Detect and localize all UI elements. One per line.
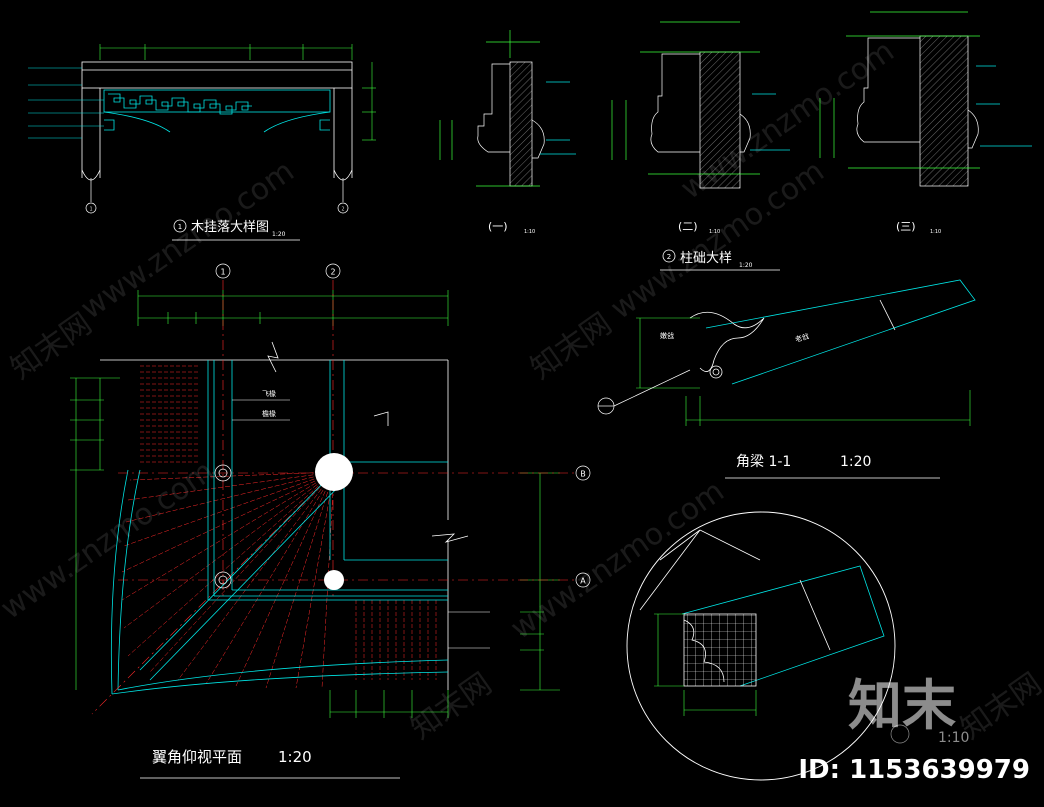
lattice-right-dims (362, 62, 376, 141)
lattice-axis2-label: 2 (341, 207, 344, 213)
detail2-bubble (662, 249, 676, 263)
plan-wing-corner: 1 2 B A (70, 263, 591, 779)
corner-beam-datum (597, 369, 691, 415)
detail2-number: 2 (667, 253, 671, 261)
circle-detail-scale: 1:10 (938, 730, 969, 746)
plan-left-dims (70, 377, 120, 690)
detail2-title: 柱础大样 (680, 251, 732, 266)
section2-scale: 1:10 (709, 229, 720, 235)
column-base-section-1 (439, 30, 576, 187)
corner-beam-dims (636, 317, 971, 426)
plan-axis-A: A (580, 577, 586, 586)
watermark-site-2: www.znzmo.com (0, 454, 221, 627)
lattice-frame (81, 61, 353, 181)
lattice-axes (85, 178, 349, 214)
watermark-mark-2: 知末网 (525, 306, 619, 386)
lattice-top-dims (99, 44, 353, 60)
plan-column-minor (324, 570, 344, 590)
plan-columns (139, 360, 448, 681)
section2-label: (二) (678, 220, 698, 233)
watermark-mark-4: 知末网 (955, 666, 1044, 746)
circle-detail-dims (654, 613, 757, 716)
detail1-scale: 1:20 (272, 231, 286, 238)
plan-rafters-right (355, 600, 437, 680)
lattice-left-labels (28, 67, 104, 139)
plan-right-dims (520, 472, 560, 691)
detail1-title: 木挂落大样图 (191, 220, 269, 235)
detail-circle-callout: 1:10 (626, 511, 969, 781)
plan-scale: 1:20 (278, 748, 312, 766)
section3-label: (三) (896, 220, 916, 233)
detail2-scale: 1:20 (739, 262, 753, 269)
section1-scale: 1:10 (524, 229, 535, 235)
plan-rafters-top (140, 365, 200, 463)
lattice-axis1-label: 1 (89, 207, 92, 213)
column-base-section-3 (819, 11, 1032, 187)
lattice-fret (103, 89, 331, 133)
plan-axis-bubbles (215, 263, 591, 588)
circle-detail-beam (639, 529, 885, 687)
section3-scale: 1:10 (930, 229, 941, 235)
plan-axis-B: B (580, 470, 586, 479)
corner-beam-title: 角梁 1-1 (736, 454, 791, 470)
plan-note-flying-rafter: 飞椽 (262, 389, 276, 398)
detail-column-bases: (一) 1:10 (二) 1:10 (三) 1:10 2 柱础大样 1:20 (439, 11, 1032, 271)
image-id: ID: 1153639979 (798, 755, 1030, 785)
column-base-section-2 (611, 21, 790, 189)
watermark-mark-1: 知末网 (5, 306, 99, 386)
detail1-number: 1 (178, 223, 182, 231)
plan-column-major (315, 453, 353, 491)
corner-beam-note-2: 老戗 (794, 331, 810, 344)
plan-outline (100, 341, 469, 690)
circle-detail-bubble (890, 724, 910, 744)
corner-beam-body (689, 279, 976, 385)
section1-label: (一) (488, 220, 508, 233)
plan-notes (232, 399, 490, 649)
detail-wood-lattice: 1 2 1 木挂落大样图 1:20 (28, 44, 376, 241)
plan-title: 翼角仰视平面 (152, 748, 242, 766)
corner-beam-note-1: 嫩戗 (660, 331, 674, 340)
plan-top-dims (137, 290, 449, 326)
plan-axis-2: 2 (330, 268, 335, 277)
corner-beam-scale: 1:20 (840, 454, 871, 470)
detail-corner-beam: 嫩戗 老戗 角梁 1-1 1:20 (597, 279, 976, 479)
plan-column-markers (214, 464, 232, 589)
plan-eave-curve (110, 469, 449, 695)
detail1-bubble (173, 219, 187, 233)
plan-axis-1: 1 (220, 268, 225, 277)
watermark-mark-3: 知末网 (405, 666, 499, 746)
brand-logo: 知末 (848, 674, 956, 737)
plan-bottom-dims (329, 690, 449, 718)
plan-note-eave-rafter: 檐椽 (262, 409, 276, 418)
